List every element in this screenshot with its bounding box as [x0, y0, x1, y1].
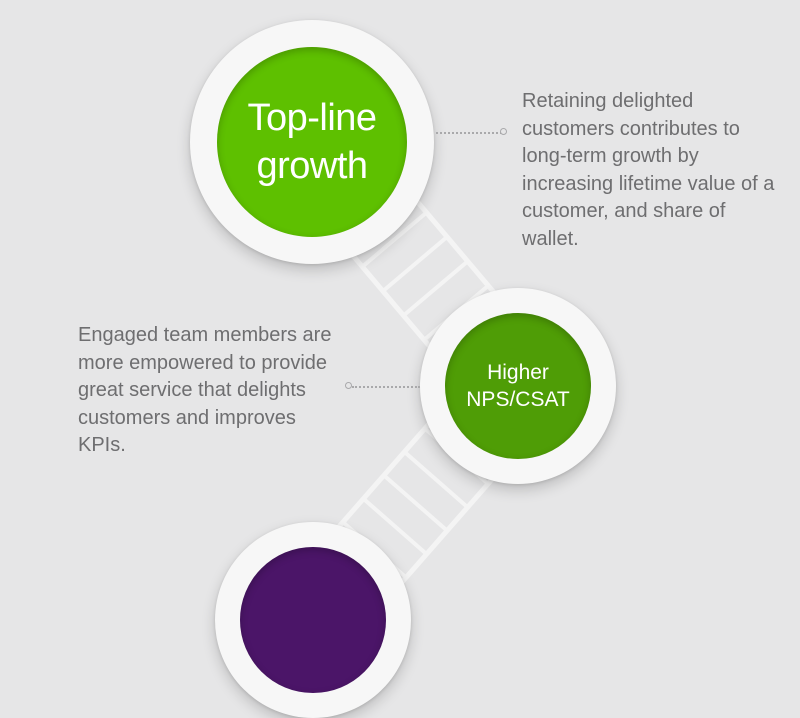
top-line-growth-description: Retaining delighted customers contribute…: [522, 90, 775, 250]
higher-nps-csat-label: Higher NPS/CSAT: [466, 359, 569, 413]
right-connector-line: [436, 132, 502, 134]
top-line-growth-label: Top-line growth: [247, 94, 377, 190]
ladder-middle-to-bottom-rung-4: [403, 450, 469, 509]
ladder-middle-to-bottom-rung-5: [382, 473, 449, 533]
bottom-node: [215, 522, 411, 718]
left-connector-dot: [345, 382, 352, 389]
ladder-top-to-middle-rung-4: [361, 210, 428, 269]
top-line-growth-node: Top-line growth: [190, 20, 434, 264]
left-connector-line: [352, 386, 420, 388]
top-line-growth-label-line-2: growth: [256, 145, 368, 187]
ladder-middle-to-bottom-rung-6: [362, 497, 428, 556]
right-connector-dot: [500, 128, 507, 135]
top-line-growth-circle: Top-line growth: [217, 47, 407, 237]
higher-nps-csat-circle: Higher NPS/CSAT: [445, 313, 591, 459]
bottom-node-circle: [240, 547, 386, 693]
top-line-growth-label-line-1: Top-line: [247, 97, 377, 139]
ladder-top-to-middle-rung-5: [381, 235, 449, 293]
higher-nps-csat-label-line-1: Higher: [487, 361, 549, 384]
higher-nps-csat-label-line-2: NPS/CSAT: [466, 388, 570, 411]
higher-nps-csat-node: Higher NPS/CSAT: [420, 288, 616, 484]
higher-nps-csat-description: Engaged team members are more empowered …: [78, 324, 332, 456]
ladder-top-to-middle-rung-6: [402, 259, 469, 318]
